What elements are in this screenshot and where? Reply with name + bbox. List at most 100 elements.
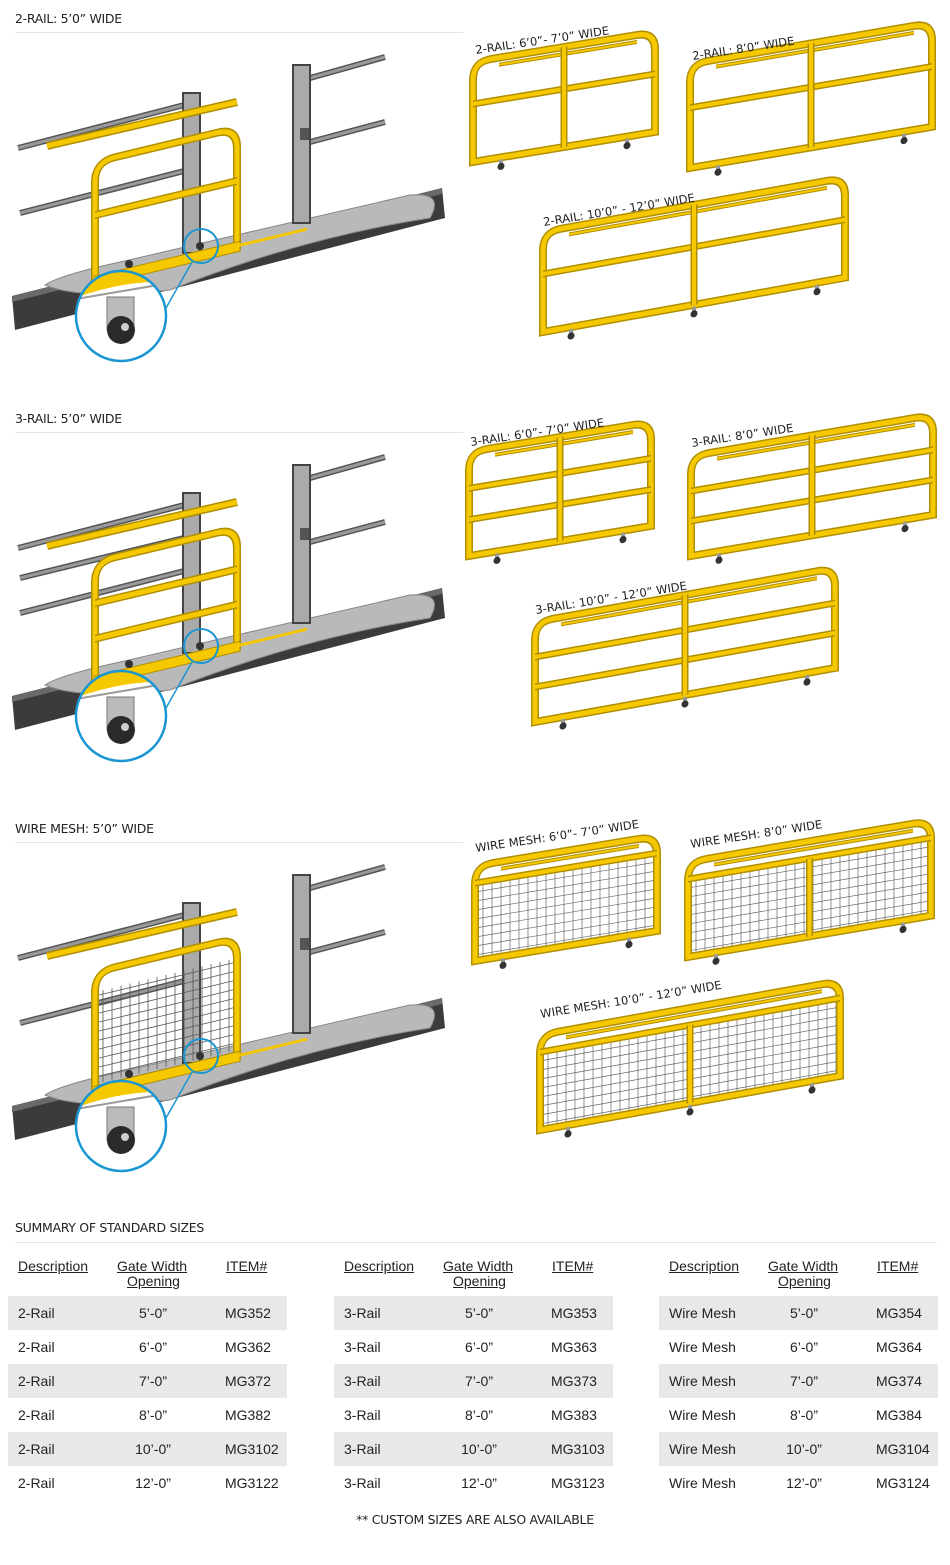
gate-2-rail-0 [469,30,659,170]
header-description: Description [344,1258,415,1274]
table-row: 3-Rail 6’-0” MG363 [334,1330,613,1364]
header-opening: Opening [778,1273,831,1289]
cell-item-number: MG362 [225,1339,271,1355]
header-gate-width: Gate Width [768,1258,839,1274]
caster-wheel-icon [813,284,821,296]
sizes-table: Description Gate Width Opening ITEM# 2-R… [8,1258,287,1500]
cell-item-number: MG3123 [551,1475,605,1491]
table-row: 2-Rail 6’-0” MG362 [8,1330,287,1364]
gate-assembly-illustration-wire-mesh [12,864,445,1173]
cell-gate-width: 10’-0” [786,1441,822,1457]
caster-wheel-icon [499,958,507,969]
header-opening: Opening [127,1273,180,1289]
gate-2-rail-1 [686,21,936,176]
section-title: 2-RAIL: 5’0” WIDE [15,11,122,26]
summary-title: SUMMARY OF STANDARD SIZES [15,1220,204,1235]
header-description: Description [18,1258,89,1274]
cell-description: 3-Rail [344,1339,381,1355]
cell-gate-width: 8’-0” [138,1407,167,1423]
gate-wire-mesh-2 [536,979,844,1138]
table-row: Wire Mesh 12’-0” MG3124 [659,1466,938,1500]
cell-item-number: MG364 [876,1339,922,1355]
cell-gate-width: 7’-0” [464,1373,493,1389]
table-header: Description Gate Width Opening ITEM# [659,1258,938,1296]
caster-wheel-icon [808,1082,816,1094]
cell-item-number: MG374 [876,1373,922,1389]
cell-description: 3-Rail [344,1305,381,1321]
cell-description: Wire Mesh [669,1373,736,1389]
gate-wire-mesh-0 [471,834,661,969]
cell-description: 3-Rail [344,1475,381,1491]
table-row: 3-Rail 10’-0” MG3103 [334,1432,613,1466]
table-row: Wire Mesh 5’-0” MG354 [659,1296,938,1330]
cell-description: 2-Rail [18,1373,55,1389]
cell-item-number: MG3102 [225,1441,279,1457]
caster-wheel-icon [901,521,909,533]
cell-item-number: MG383 [551,1407,597,1423]
header-item: ITEM# [552,1258,594,1274]
gate-2-rail-2 [539,176,849,340]
cell-description: 3-Rail [344,1407,381,1423]
caster-wheel-icon [623,138,631,150]
cell-gate-width: 6’-0” [138,1339,167,1355]
section-title: 3-RAIL: 5’0” WIDE [15,411,122,426]
caster-wheel-icon [712,953,720,965]
cell-item-number: MG352 [225,1305,271,1321]
wire-mesh-panel [479,854,655,956]
cell-gate-width: 12’-0” [461,1475,497,1491]
post-right [292,874,311,1034]
caster-wheel-icon [497,159,505,170]
caster-wheel-icon [714,164,722,176]
caster-wheel-icon [567,328,575,340]
gate-3-rail-2 [531,566,839,730]
cell-item-number: MG384 [876,1407,922,1423]
caster-wheel-icon [899,922,907,934]
cell-description: 3-Rail [344,1373,381,1389]
gate-wire-mesh-1 [684,819,935,965]
table-row: 3-Rail 5’-0” MG353 [334,1296,613,1330]
cell-item-number: MG3104 [876,1441,930,1457]
cell-gate-width: 10’-0” [461,1441,497,1457]
cell-description: 2-Rail [18,1407,55,1423]
cell-gate-width: 5’-0” [789,1305,818,1321]
table-row: 2-Rail 7’-0” MG372 [8,1364,287,1398]
cell-description: 2-Rail [18,1339,55,1355]
cell-gate-width: 8’-0” [789,1407,818,1423]
table-row: 3-Rail 12’-0” MG3123 [334,1466,613,1500]
table-row: 3-Rail 8’-0” MG383 [334,1398,613,1432]
table-header: Description Gate Width Opening ITEM# [334,1258,613,1296]
table-row: Wire Mesh 7’-0” MG374 [659,1364,938,1398]
cell-item-number: MG353 [551,1305,597,1321]
sizes-table: Description Gate Width Opening ITEM# 3-R… [334,1258,613,1500]
cell-description: 3-Rail [344,1441,381,1457]
cell-item-number: MG372 [225,1373,271,1389]
cell-description: Wire Mesh [669,1475,736,1491]
cell-gate-width: 10’-0” [135,1441,171,1457]
cell-item-number: MG363 [551,1339,597,1355]
cell-gate-width: 12’-0” [135,1475,171,1491]
table-row: Wire Mesh 6’-0” MG364 [659,1330,938,1364]
gate-3-rail-0 [465,420,655,564]
header-item: ITEM# [877,1258,919,1274]
section-divider [15,842,463,843]
cell-item-number: MG3103 [551,1441,605,1457]
cell-description: 2-Rail [18,1475,55,1491]
custom-sizes-note: ** CUSTOM SIZES ARE ALSO AVAILABLE [356,1512,594,1527]
cell-item-number: MG3124 [876,1475,930,1491]
cell-item-number: MG382 [225,1407,271,1423]
caster-wheel-icon [559,718,567,730]
caster-wheel-icon [715,552,723,564]
table-row: 2-Rail 8’-0” MG382 [8,1398,287,1432]
cell-description: Wire Mesh [669,1305,736,1321]
caster-wheel-icon [619,532,627,544]
summary-divider [15,1242,937,1243]
cell-description: Wire Mesh [669,1441,736,1457]
cell-gate-width: 5’-0” [464,1305,493,1321]
caster-wheel-icon [564,1126,572,1138]
caster-wheel-icon [681,696,689,708]
cell-gate-width: 7’-0” [138,1373,167,1389]
cell-gate-width: 5’-0” [138,1305,167,1321]
table-row: 3-Rail 7’-0” MG373 [334,1364,613,1398]
cell-description: 2-Rail [18,1305,55,1321]
